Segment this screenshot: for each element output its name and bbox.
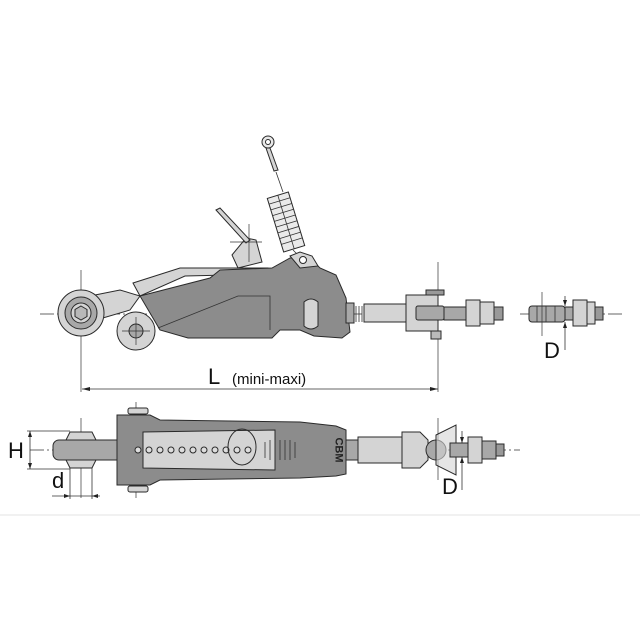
spring-assembly bbox=[261, 135, 306, 261]
inspection-window bbox=[303, 298, 319, 330]
end-nut-2 bbox=[586, 301, 596, 325]
ball-bottom-flange bbox=[65, 459, 97, 469]
clevis-tongue bbox=[415, 305, 445, 321]
bore-label: d bbox=[52, 468, 65, 493]
top-view bbox=[27, 402, 520, 499]
side-view bbox=[40, 135, 625, 392]
clevis-pin-clip bbox=[430, 330, 442, 340]
thread-section bbox=[528, 305, 566, 323]
adjusting-tube bbox=[363, 303, 407, 323]
length-label: L bbox=[208, 364, 221, 389]
release-lever bbox=[215, 207, 251, 244]
lock-nut-1 bbox=[465, 299, 481, 327]
internal-coil-spring bbox=[134, 440, 296, 460]
spring-channel bbox=[142, 429, 276, 471]
pull-hook bbox=[265, 147, 279, 172]
bottom-divider bbox=[0, 514, 640, 516]
lock-nut-top bbox=[467, 436, 483, 464]
clevis-top bbox=[401, 431, 429, 469]
height-label: H bbox=[8, 438, 24, 463]
ball-top-flange bbox=[65, 431, 97, 441]
tension-spring bbox=[266, 191, 306, 253]
threaded-stud bbox=[443, 306, 467, 321]
diameter-label-side: D bbox=[544, 338, 560, 363]
detached-threaded-end bbox=[528, 292, 604, 350]
adjusting-tube-top bbox=[357, 436, 403, 464]
length-note: (mini-maxi) bbox=[232, 371, 307, 388]
housing-nose bbox=[345, 302, 355, 324]
brand-mark: CBM bbox=[332, 437, 345, 463]
end-nut-1 bbox=[572, 299, 588, 327]
lock-nut-2 bbox=[479, 301, 495, 325]
pull-ring-top bbox=[227, 428, 257, 466]
diameter-label-top: D bbox=[442, 474, 458, 499]
